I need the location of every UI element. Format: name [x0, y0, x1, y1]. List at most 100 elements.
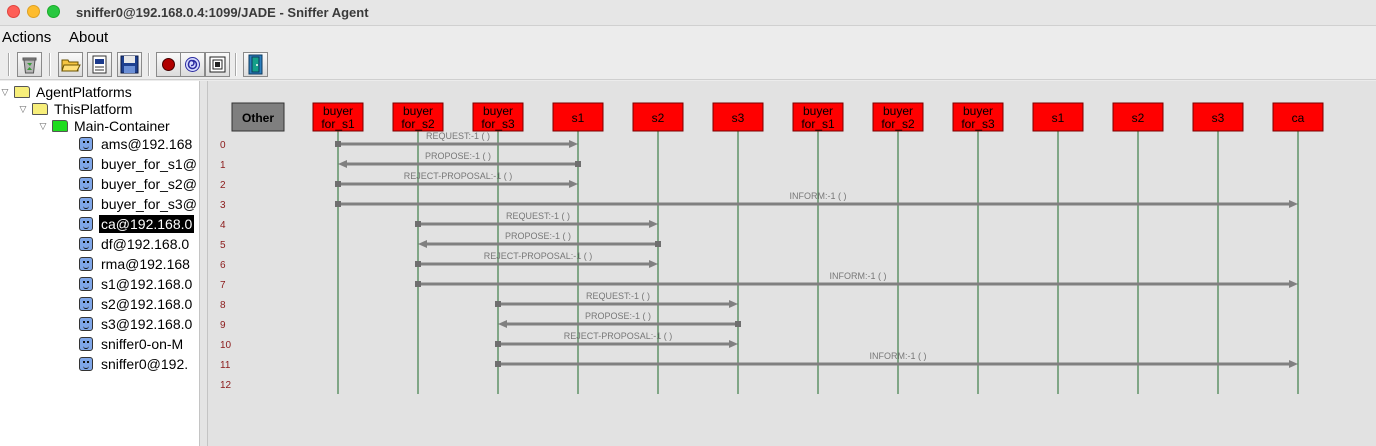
- tree-node-label: ThisPlatform: [54, 100, 133, 117]
- agent-box-label: buyer: [803, 104, 833, 118]
- message-row-number: 10: [220, 340, 232, 351]
- message-label: PROPOSE:-1 ( ): [585, 311, 651, 321]
- message-row-number: 12: [220, 380, 232, 391]
- message-source-marker: [655, 241, 661, 247]
- frame-icon: [209, 56, 226, 73]
- toolbar-separator: [235, 53, 237, 76]
- collapse-toggle-icon[interactable]: ▽: [39, 120, 47, 131]
- close-window-button[interactable]: [7, 5, 20, 18]
- tree-agent-item[interactable]: s2@192.168.0: [79, 294, 194, 313]
- message-source-marker: [495, 301, 501, 307]
- agent-box[interactable]: [552, 102, 604, 132]
- tree-agent-item[interactable]: s1@192.168.0: [79, 274, 194, 293]
- minimize-window-button[interactable]: [27, 5, 40, 18]
- message-label: REQUEST:-1 ( ): [586, 291, 650, 301]
- message-arrowhead: [729, 300, 738, 308]
- floppy-disk-icon: [120, 55, 139, 74]
- tree-agent-item[interactable]: sniffer0-on-M: [79, 334, 185, 353]
- message-arrowhead: [418, 240, 427, 248]
- exit-button[interactable]: [243, 52, 268, 77]
- agent-face-icon: [79, 136, 93, 151]
- tree-node-main-container[interactable]: ▽ Main-Container: [38, 116, 172, 135]
- agent-box[interactable]: [472, 102, 524, 132]
- tree-agent-item[interactable]: sniffer0@192.: [79, 354, 190, 373]
- show-only-button[interactable]: [205, 52, 230, 77]
- message-label: REJECT-PROPOSAL:-1 ( ): [564, 331, 673, 341]
- agent-box[interactable]: [1192, 102, 1244, 132]
- menu-about[interactable]: About: [69, 29, 109, 46]
- agent-box[interactable]: [1032, 102, 1084, 132]
- tree-agent-item[interactable]: buyer_for_s1@: [79, 154, 199, 173]
- message-arrowhead: [649, 260, 658, 268]
- agent-box[interactable]: [632, 102, 684, 132]
- agent-box[interactable]: [1112, 102, 1164, 132]
- sniff-button[interactable]: [156, 52, 181, 77]
- menu-actions[interactable]: Actions: [2, 29, 52, 46]
- tree-agent-item[interactable]: s3@192.168.0: [79, 314, 194, 333]
- agent-box-label: s2: [1132, 111, 1145, 125]
- message-row-number: 11: [220, 360, 231, 371]
- other-agent-box[interactable]: [231, 102, 285, 132]
- agent-box-label: ca: [1292, 111, 1305, 125]
- agent-face-icon: [79, 296, 93, 311]
- agent-box[interactable]: [792, 102, 844, 132]
- folder-icon: [52, 119, 68, 132]
- split-pane-divider[interactable]: [199, 81, 208, 446]
- tree-agent-item[interactable]: df@192.168.0: [79, 234, 191, 253]
- agent-tree: ▽ AgentPlatforms ▽ ThisPlatform ▽ Main-C…: [0, 81, 199, 446]
- message-label: REQUEST:-1 ( ): [506, 211, 570, 221]
- collapse-toggle-icon[interactable]: ▽: [1, 86, 9, 97]
- agent-box-label: s1: [572, 111, 585, 125]
- message-row-number: 4: [220, 220, 226, 231]
- agent-face-icon: [79, 216, 93, 231]
- open-folder-icon: [61, 59, 81, 72]
- toolbar-separator: [148, 53, 150, 76]
- agent-label: ca@192.168.0: [99, 214, 195, 233]
- tree-node-this-platform[interactable]: ▽ ThisPlatform: [18, 99, 135, 118]
- save-snapshot-button[interactable]: [117, 52, 142, 77]
- tree-agent-item[interactable]: rma@192.168: [79, 254, 192, 273]
- agent-label: s1@192.168.0: [101, 275, 193, 292]
- message-source-marker: [495, 341, 501, 347]
- agent-box[interactable]: [392, 102, 444, 132]
- agent-box[interactable]: [712, 102, 764, 132]
- record-icon: [162, 58, 175, 71]
- agent-box[interactable]: [312, 102, 364, 132]
- message-arrowhead: [649, 220, 658, 228]
- title-bar: sniffer0@192.168.0.4:1099/JADE - Sniffer…: [0, 0, 1376, 26]
- tree-agent-item[interactable]: buyer_for_s2@: [79, 174, 199, 193]
- message-source-marker: [735, 321, 741, 327]
- tree-agent-item-selected[interactable]: ca@192.168.0: [79, 214, 195, 233]
- message-source-marker: [335, 141, 341, 147]
- message-arrowhead: [729, 340, 738, 348]
- agent-box-label: s3: [732, 111, 745, 125]
- message-row-number: 8: [220, 300, 226, 311]
- agent-face-icon: [79, 356, 93, 371]
- write-messages-button[interactable]: [87, 52, 112, 77]
- collapse-toggle-icon[interactable]: ▽: [19, 103, 27, 114]
- message-label: REQUEST:-1 ( ): [426, 131, 490, 141]
- agent-box-label: buyer: [403, 104, 433, 118]
- open-snapshot-button[interactable]: [58, 52, 83, 77]
- clear-canvas-button[interactable]: [17, 52, 42, 77]
- agent-box-label: for_s1: [321, 117, 355, 131]
- agent-box-label: s3: [1212, 111, 1225, 125]
- agent-face-icon: [79, 316, 93, 331]
- do-not-sniff-button[interactable]: [180, 52, 205, 77]
- tree-agent-item[interactable]: ams@192.168: [79, 134, 194, 153]
- folder-icon: [14, 85, 30, 98]
- message-row-number: 1: [220, 160, 226, 171]
- message-source-marker: [335, 201, 341, 207]
- agent-box[interactable]: [872, 102, 924, 132]
- agent-box[interactable]: [952, 102, 1004, 132]
- tree-agent-item[interactable]: buyer_for_s3@: [79, 194, 199, 213]
- agent-label: s2@192.168.0: [101, 295, 193, 312]
- tree-node-agent-platforms[interactable]: ▽ AgentPlatforms: [0, 82, 134, 101]
- zoom-window-button[interactable]: [47, 5, 60, 18]
- agent-box[interactable]: [1272, 102, 1324, 132]
- message-label: REJECT-PROPOSAL:-1 ( ): [484, 251, 593, 261]
- message-source-marker: [415, 221, 421, 227]
- agent-label: buyer_for_s3@: [101, 195, 197, 212]
